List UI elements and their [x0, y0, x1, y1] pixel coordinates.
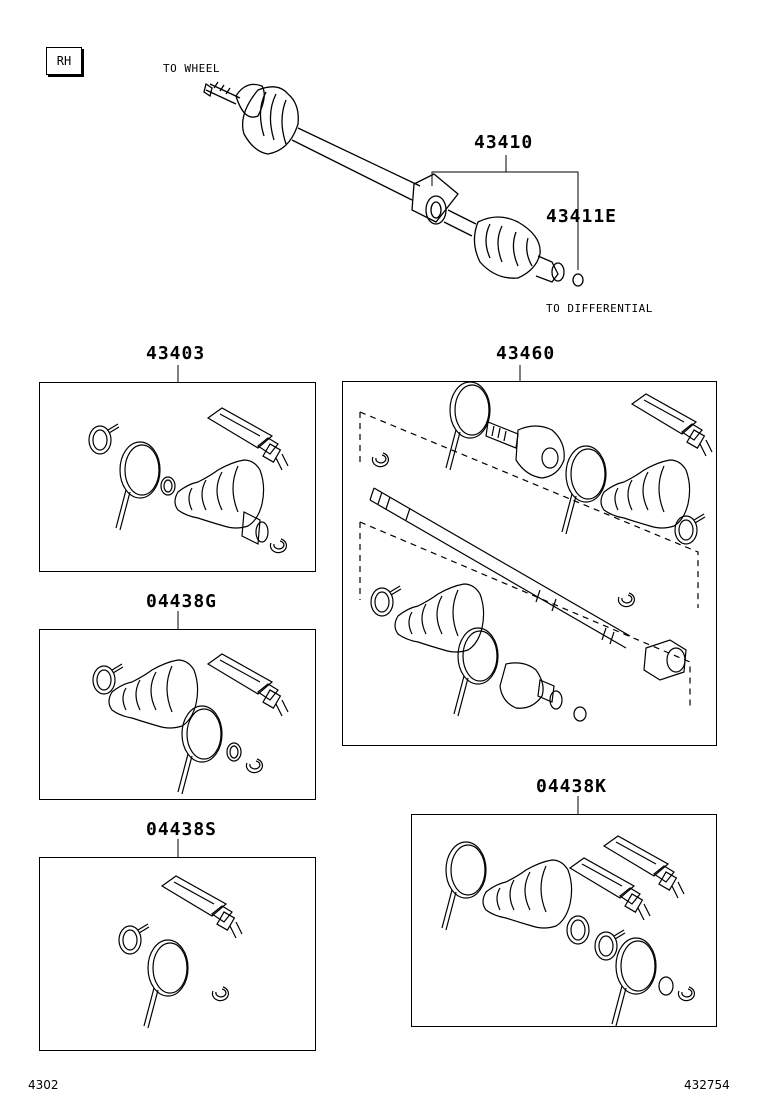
drive-shaft-assembly	[203, 81, 584, 287]
kit-04438s-parts	[118, 875, 243, 1029]
footer-right-code: 432754	[684, 1078, 730, 1092]
part-number-43410[interactable]: 43410	[474, 132, 534, 153]
kit-box-04438k	[411, 814, 717, 1027]
part-number-43403[interactable]: 43403	[146, 343, 206, 364]
part-number-04438g[interactable]: 04438G	[146, 591, 218, 612]
kit-04438g-parts	[92, 653, 289, 795]
kit-box-43460	[342, 381, 717, 746]
footer-left-code: 4302	[28, 1078, 59, 1092]
kit-box-04438g	[39, 629, 316, 800]
kit-04438k-parts	[441, 835, 696, 1027]
side-badge-rh: RH	[46, 47, 82, 75]
part-number-04438s[interactable]: 04438S	[146, 819, 218, 840]
kit-box-04438s	[39, 857, 316, 1051]
to-wheel-label: TO WHEEL	[163, 62, 220, 75]
kit-43403-parts	[88, 407, 289, 554]
to-differential-label: TO DIFFERENTIAL	[546, 302, 653, 315]
part-number-43460[interactable]: 43460	[496, 343, 556, 364]
part-number-04438k[interactable]: 04438K	[536, 776, 608, 797]
part-number-43411e[interactable]: 43411E	[546, 206, 618, 227]
kit-43460-parts	[359, 381, 713, 722]
kit-box-43403	[39, 382, 316, 572]
